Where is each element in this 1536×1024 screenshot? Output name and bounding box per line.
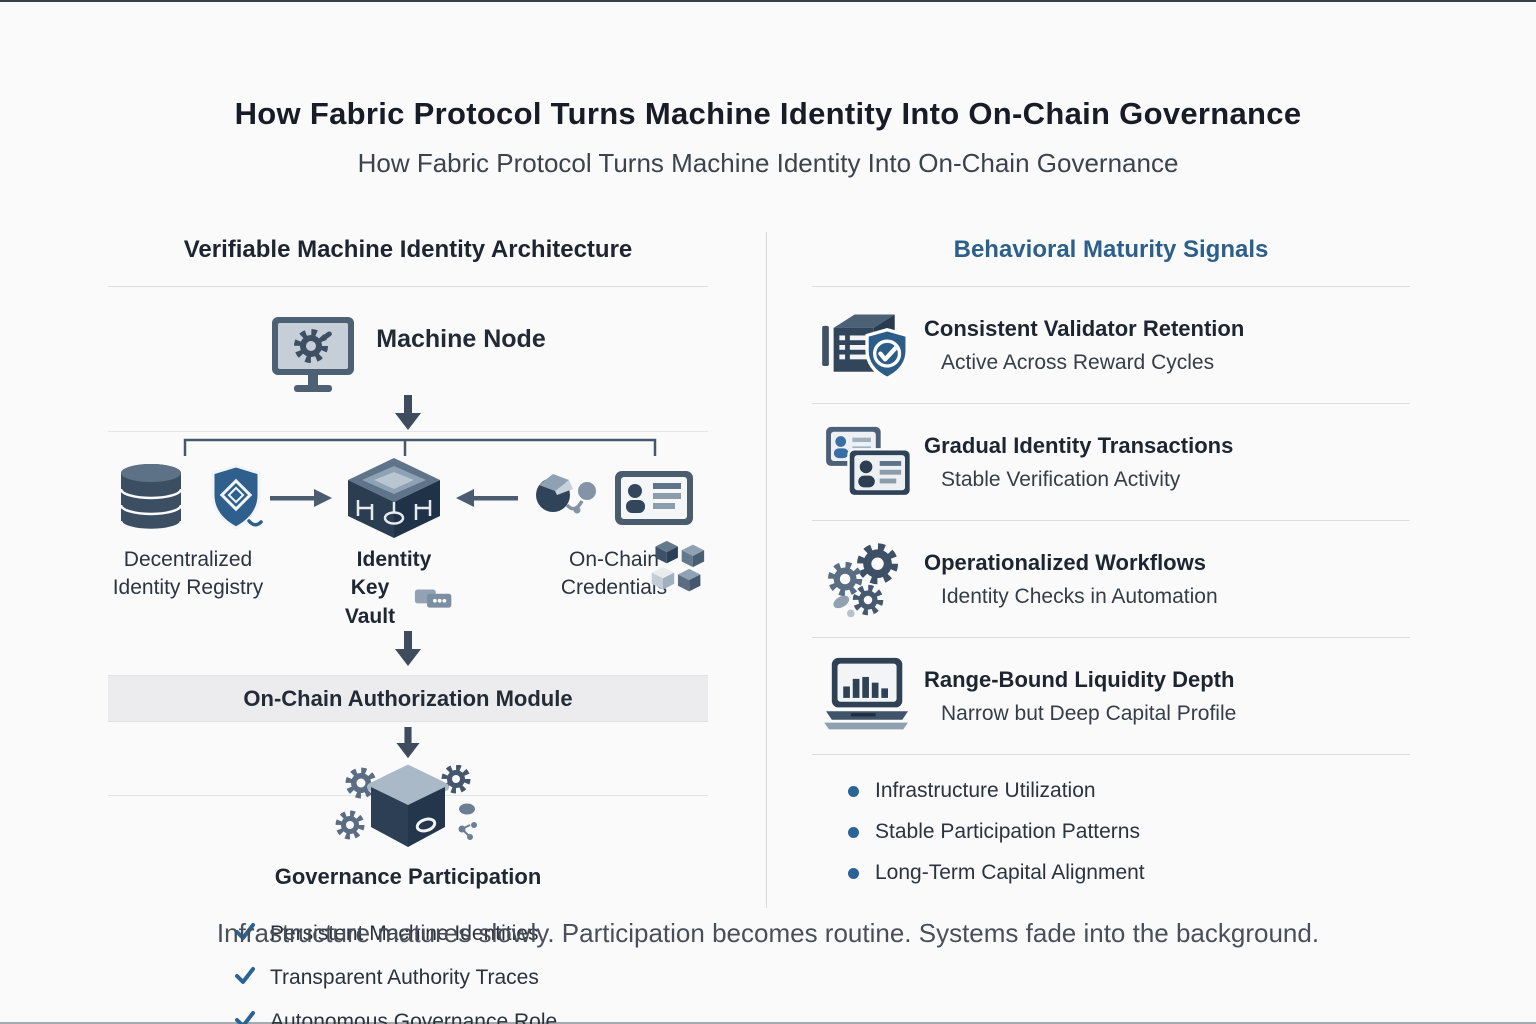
bullet-dot-icon — [848, 826, 859, 838]
cubes-cluster-icon — [648, 540, 706, 596]
signal-title: Gradual Identity Transactions — [924, 432, 1234, 458]
credentials-label: On-Chain Credentials — [520, 540, 708, 631]
signal-row: Range-Bound Liquidity Depth Narrow but D… — [812, 638, 1410, 755]
bullet-item: Infrastructure Utilization — [848, 779, 1410, 803]
laptop-chart-icon — [812, 656, 924, 736]
check-icon — [234, 964, 256, 992]
branch-connector — [108, 434, 708, 456]
check-icon — [234, 1008, 256, 1024]
governance-icon-wrap — [108, 764, 708, 856]
flow-labels-row: Decentralized Identity Registry Identity… — [108, 540, 708, 631]
registry-label: Decentralized Identity Registry — [112, 548, 264, 600]
signal-subtitle: Active Across Reward Cycles — [941, 350, 1215, 374]
bullet-dot-icon — [848, 785, 859, 797]
id-cards-icon — [812, 424, 924, 500]
divider-line — [812, 286, 1410, 287]
signal-subtitle: Stable Verification Activity — [941, 467, 1181, 491]
gears-icon — [812, 537, 924, 621]
authorization-module-band: On-Chain Authorization Module — [108, 675, 708, 723]
flow-row — [108, 456, 708, 540]
checklist-item: Persistent Machine Identities — [234, 920, 708, 948]
signal-row: Consistent Validator Retention Active Ac… — [812, 287, 1410, 404]
vault-label: Identity Key Vault — [334, 546, 454, 631]
governance-label: Governance Participation — [274, 864, 542, 890]
bullet-label: Long-Term Capital Alignment — [875, 861, 1145, 884]
checklist-item-label: Transparent Authority Traces — [270, 966, 539, 990]
chat-bubble-icon — [414, 586, 454, 620]
bullet-item: Long-Term Capital Alignment — [848, 861, 1410, 885]
bullet-dot-icon — [848, 867, 859, 879]
signal-title: Consistent Validator Retention — [924, 315, 1245, 341]
footer-text: Infrastructure matures slowly. Participa… — [216, 918, 1320, 948]
architecture-section: Verifiable Machine Identity Architecture — [108, 226, 708, 1024]
page-title: How Fabric Protocol Turns Machine Identi… — [234, 96, 1302, 131]
arrow-left-icon — [454, 488, 520, 508]
signal-title: Operationalized Workflows — [924, 549, 1206, 575]
monitor-gear-icon — [270, 315, 356, 398]
signal-row: Operationalized Workflows Identity Check… — [812, 521, 1410, 638]
top-border — [0, 0, 1536, 2]
signal-row: Gradual Identity Transactions Stable Ver… — [812, 404, 1410, 521]
divider-line — [108, 286, 708, 287]
signals-heading: Behavioral Maturity Signals — [953, 236, 1269, 263]
checklist-item-label: Autonomous Governance Role — [270, 1010, 558, 1024]
divider-line — [108, 431, 708, 432]
bullet-item: Stable Participation Patterns — [848, 820, 1410, 844]
architecture-heading: Verifiable Machine Identity Architecture — [183, 236, 633, 263]
database-shield-icon — [108, 459, 268, 537]
machine-node-row: Machine Node — [108, 315, 708, 393]
bullet-label: Stable Participation Patterns — [875, 820, 1140, 843]
checklist-item: Autonomous Governance Role — [234, 1008, 708, 1024]
flow-arrow-down-2 — [108, 631, 708, 667]
signals-section: Behavioral Maturity Signals — [812, 226, 1410, 1024]
columns: Verifiable Machine Identity Architecture — [108, 226, 1410, 1024]
arrow-right-icon — [268, 488, 334, 508]
signal-subtitle: Identity Checks in Automation — [941, 584, 1218, 608]
governance-box-gears-icon — [323, 764, 493, 855]
architecture-checklist: Persistent Machine Identities Transparen… — [234, 920, 708, 1024]
signal-title: Range-Bound Liquidity Depth — [924, 666, 1235, 692]
flow-arrow-down-3 — [108, 727, 708, 759]
page-subtitle: How Fabric Protocol Turns Machine Identi… — [357, 148, 1179, 178]
check-icon — [234, 920, 256, 948]
column-divider — [766, 232, 767, 908]
bullet-label: Infrastructure Utilization — [875, 779, 1096, 802]
signal-subtitle: Narrow but Deep Capital Profile — [941, 701, 1237, 725]
checklist-item: Transparent Authority Traces — [234, 964, 708, 992]
credentials-icons — [520, 465, 708, 531]
flow-arrow-down-1 — [108, 395, 708, 431]
server-shield-check-icon — [812, 303, 924, 387]
header: How Fabric Protocol Turns Machine Identi… — [0, 96, 1536, 179]
signals-bullet-list: Infrastructure Utilization Stable Partic… — [848, 779, 1410, 885]
machine-node-label: Machine Node — [376, 325, 546, 353]
bottom-border — [0, 1022, 1536, 1024]
key-vault-icon — [334, 456, 454, 540]
checklist-item-label: Persistent Machine Identities — [270, 922, 539, 946]
